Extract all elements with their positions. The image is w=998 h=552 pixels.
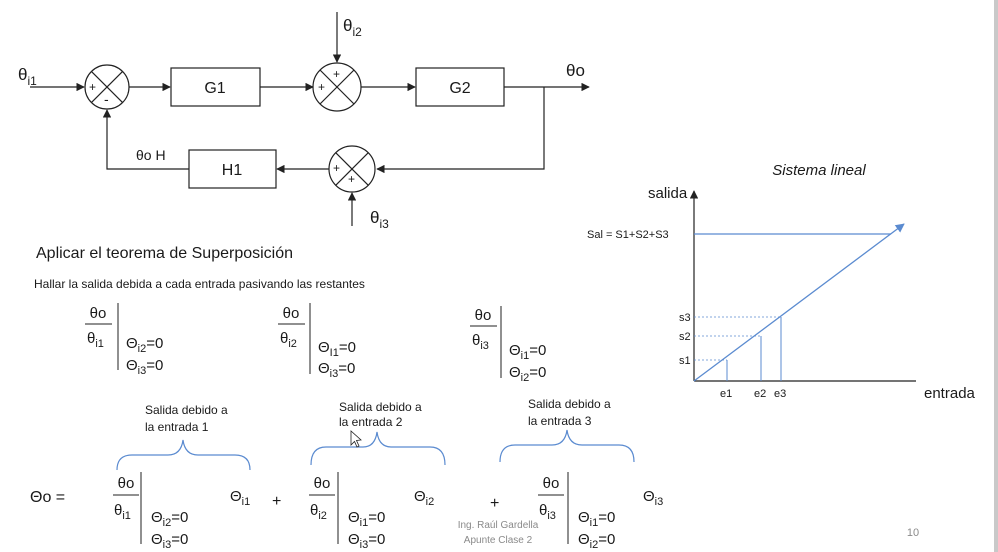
y-tick-label: s2 xyxy=(679,331,691,343)
x-tick-label: e3 xyxy=(774,388,786,400)
term-3-cond-1: Θi1=0 xyxy=(578,509,615,529)
plus-sign-2: + xyxy=(490,495,499,512)
x-tick-label: e2 xyxy=(754,388,766,400)
ratio-3-denominator: θi3 xyxy=(472,332,489,352)
window-edge xyxy=(994,0,998,552)
instruction-text: Hallar la salida debida a cada entrada p… xyxy=(34,277,365,291)
term-3-numerator: θo xyxy=(543,475,560,492)
term-2-denominator: θi2 xyxy=(310,502,327,522)
x-tick-label: e1 xyxy=(720,388,732,400)
term-2-cond-1: Θi1=0 xyxy=(348,509,385,529)
term-1-numerator: θo xyxy=(118,475,135,492)
ratio-1-denominator: θi1 xyxy=(87,330,104,350)
sum2-sign-left: + xyxy=(318,80,325,94)
sum3-sign-bottom: + xyxy=(348,172,355,186)
input-2-label: θi2 xyxy=(343,16,362,39)
heading-superposition: Aplicar el teorema de Superposición xyxy=(36,245,293,262)
term-3-cond-2: Θi2=0 xyxy=(578,531,615,551)
braces xyxy=(116,429,635,471)
block-diagram-labels: θi1 θi2 θi3 θo θo H G1 G2 H1 + - + + + + xyxy=(18,16,585,231)
ratio-1-cond-1: Θi2=0 xyxy=(126,335,163,355)
term-3-multiplier: Θi3 xyxy=(643,488,663,508)
ratio-1-cond-2: Θi3=0 xyxy=(126,357,163,377)
term-1-cond-1: Θi2=0 xyxy=(151,509,188,529)
g2-label: G2 xyxy=(449,80,470,97)
mouse-cursor-icon xyxy=(350,430,362,448)
brace-3-line-1: Salida debido a xyxy=(528,397,611,411)
equation-term-1: θo θi1 Θi2=0 Θi3=0 Θi1 xyxy=(113,472,250,551)
graph-sum-label: Sal = S1+S2+S3 xyxy=(587,229,669,241)
sum1-sign-left: + xyxy=(89,80,96,94)
ratio-3-cond-1: Θi1=0 xyxy=(509,342,546,362)
linear-response-line xyxy=(693,223,905,382)
equation-lhs: Θo = xyxy=(30,489,65,506)
footer-course: Apunte Clase 2 xyxy=(464,535,533,546)
brace-1 xyxy=(116,439,251,471)
ratio-2-cond-2: Θi3=0 xyxy=(318,360,355,380)
h1-label: H1 xyxy=(222,162,243,179)
brace-2-line-2: la entrada 2 xyxy=(339,415,403,429)
term-2-cond-2: Θi3=0 xyxy=(348,531,385,551)
brace-3-line-2: la entrada 3 xyxy=(528,414,592,428)
sum3-sign-left: + xyxy=(333,161,340,175)
footer-author: Ing. Raúl Gardella xyxy=(458,520,539,531)
y-tick-label: s1 xyxy=(679,355,691,367)
block-diagram xyxy=(30,12,590,226)
equation-term-3: θo θi3 Θi1=0 Θi2=0 Θi3 xyxy=(538,472,663,551)
feedback-branch xyxy=(376,87,545,174)
brace-3 xyxy=(499,429,635,463)
brace-1-line-2: la entrada 1 xyxy=(145,420,209,434)
graph-x-label: entrada xyxy=(924,385,976,402)
sum2-sign-top: + xyxy=(333,67,340,81)
input-3-label: θi3 xyxy=(370,208,389,231)
ratio-2: θo θi2 ΘI1=0 Θi3=0 xyxy=(278,303,356,380)
linear-system-graph: Sistema lineal salida entrada Sal = S1+S… xyxy=(587,162,976,402)
ratio-3-numerator: θo xyxy=(475,307,492,324)
ratio-2-denominator: θi2 xyxy=(280,330,297,350)
ratio-3: θo θi3 Θi1=0 Θi2=0 xyxy=(470,306,546,384)
brace-2-line-1: Salida debido a xyxy=(339,400,422,414)
ratio-3-cond-2: Θi2=0 xyxy=(509,364,546,384)
g1-label: G1 xyxy=(204,80,225,97)
brace-1-line-1: Salida debido a xyxy=(145,403,228,417)
term-1-denominator: θi1 xyxy=(114,502,131,522)
graph-title: Sistema lineal xyxy=(772,162,866,179)
ratio-2-numerator: θo xyxy=(283,305,300,322)
y-tick-label: s3 xyxy=(679,312,691,324)
term-2-numerator: θo xyxy=(314,475,331,492)
ratio-1: θo θi1 Θi2=0 Θi3=0 xyxy=(85,303,163,377)
plus-sign-1: + xyxy=(272,493,281,510)
sum1-sign-bottom: - xyxy=(104,91,109,107)
term-2-multiplier: Θi2 xyxy=(414,488,434,508)
term-3-denominator: θi3 xyxy=(539,502,556,522)
brace-2 xyxy=(310,431,446,466)
h1-feedback-arrow xyxy=(102,109,189,170)
graph-marks: s1 e1 s2 e2 s3 e3 xyxy=(679,223,905,400)
input-1-label: θi1 xyxy=(18,65,37,88)
brace-labels: Salida debido a la entrada 1 Salida debi… xyxy=(145,397,611,434)
ratio-2-cond-1: ΘI1=0 xyxy=(318,339,356,359)
term-1-multiplier: Θi1 xyxy=(230,488,250,508)
page-number: 10 xyxy=(907,527,919,539)
term-1-cond-2: Θi3=0 xyxy=(151,531,188,551)
summing-junction-2 xyxy=(312,62,362,112)
output-label: θo xyxy=(566,61,585,80)
equation-term-2: θo θi2 Θi1=0 Θi3=0 Θi2 xyxy=(309,472,434,551)
feedback-label: θo H xyxy=(136,147,166,163)
graph-y-label: salida xyxy=(648,185,688,202)
ratio-1-numerator: θo xyxy=(90,305,107,322)
